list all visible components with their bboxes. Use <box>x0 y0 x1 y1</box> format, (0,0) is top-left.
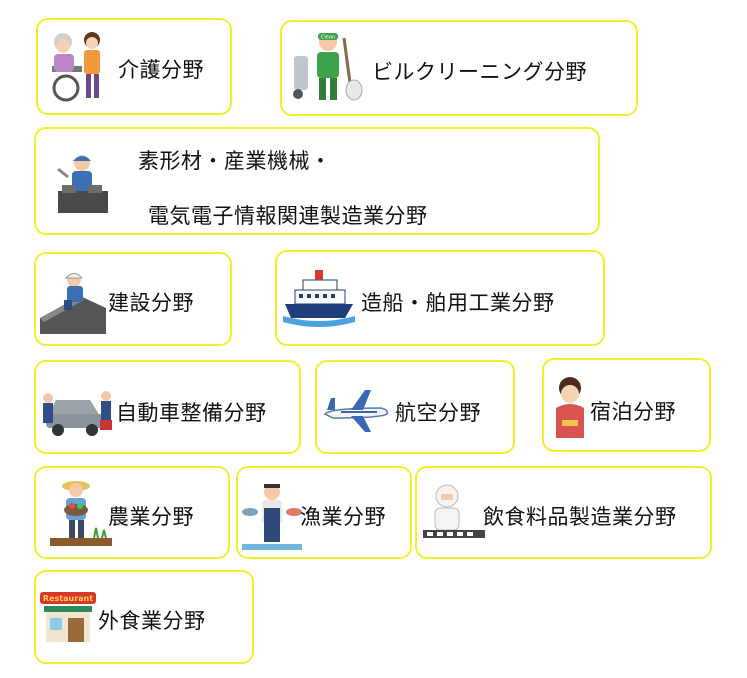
card-label: 農業分野 <box>108 505 194 529</box>
farmer-icon <box>50 481 112 546</box>
card-fishery[interactable]: 漁業分野 <box>236 466 412 559</box>
card-auto[interactable]: 自動車整備分野 <box>34 360 301 454</box>
card-construction[interactable]: 建設分野 <box>34 252 232 346</box>
restaurant-sign-text: Restaurant <box>43 594 93 603</box>
card-label: 自動車整備分野 <box>116 401 267 425</box>
card-label: 造船・舶用工業分野 <box>361 291 555 315</box>
hotel-staff-icon <box>556 377 584 438</box>
card-label: 航空分野 <box>395 401 481 425</box>
cleaning-worker-icon: Clean <box>293 33 363 101</box>
restaurant-icon: Restaurant <box>40 592 96 642</box>
card-care[interactable]: 介護分野 <box>36 18 232 115</box>
fisherman-icon <box>242 484 302 550</box>
card-cleaning[interactable]: Clean ビルクリーニング分野 <box>280 20 638 116</box>
card-label: 建設分野 <box>108 291 194 315</box>
card-label: 電気電子情報関連製造業分野 <box>148 204 428 228</box>
card-materials[interactable]: 素形材・産業機械・ 電気電子情報関連製造業分野 <box>34 127 600 235</box>
card-food[interactable]: 飲食料品製造業分野 <box>415 466 712 559</box>
card-lodging[interactable]: 宿泊分野 <box>542 358 711 452</box>
card-label: 飲食料品製造業分野 <box>483 505 677 529</box>
factory-worker-icon <box>57 155 108 213</box>
card-aviation[interactable]: 航空分野 <box>315 360 515 454</box>
card-label: 宿泊分野 <box>590 400 676 424</box>
card-shipbuilding[interactable]: 造船・舶用工業分野 <box>275 250 605 346</box>
card-label: 漁業分野 <box>300 505 386 529</box>
roof-worker-icon <box>40 273 106 334</box>
food-factory-worker-icon <box>423 484 485 538</box>
airplane-icon <box>323 390 389 432</box>
card-restaurant[interactable]: Restaurant 外食業分野 <box>34 570 254 664</box>
card-label: 介護分野 <box>118 58 204 82</box>
card-label: ビルクリーニング分野 <box>372 60 587 84</box>
cleaning-sign-text: Clean <box>321 35 335 41</box>
caregiver-wheelchair-icon <box>52 32 100 102</box>
card-agriculture[interactable]: 農業分野 <box>34 466 230 559</box>
ship-icon <box>283 270 355 327</box>
card-label: 素形材・産業機械・ <box>138 149 332 173</box>
card-label: 外食業分野 <box>98 609 206 633</box>
car-mechanic-icon <box>43 391 112 436</box>
